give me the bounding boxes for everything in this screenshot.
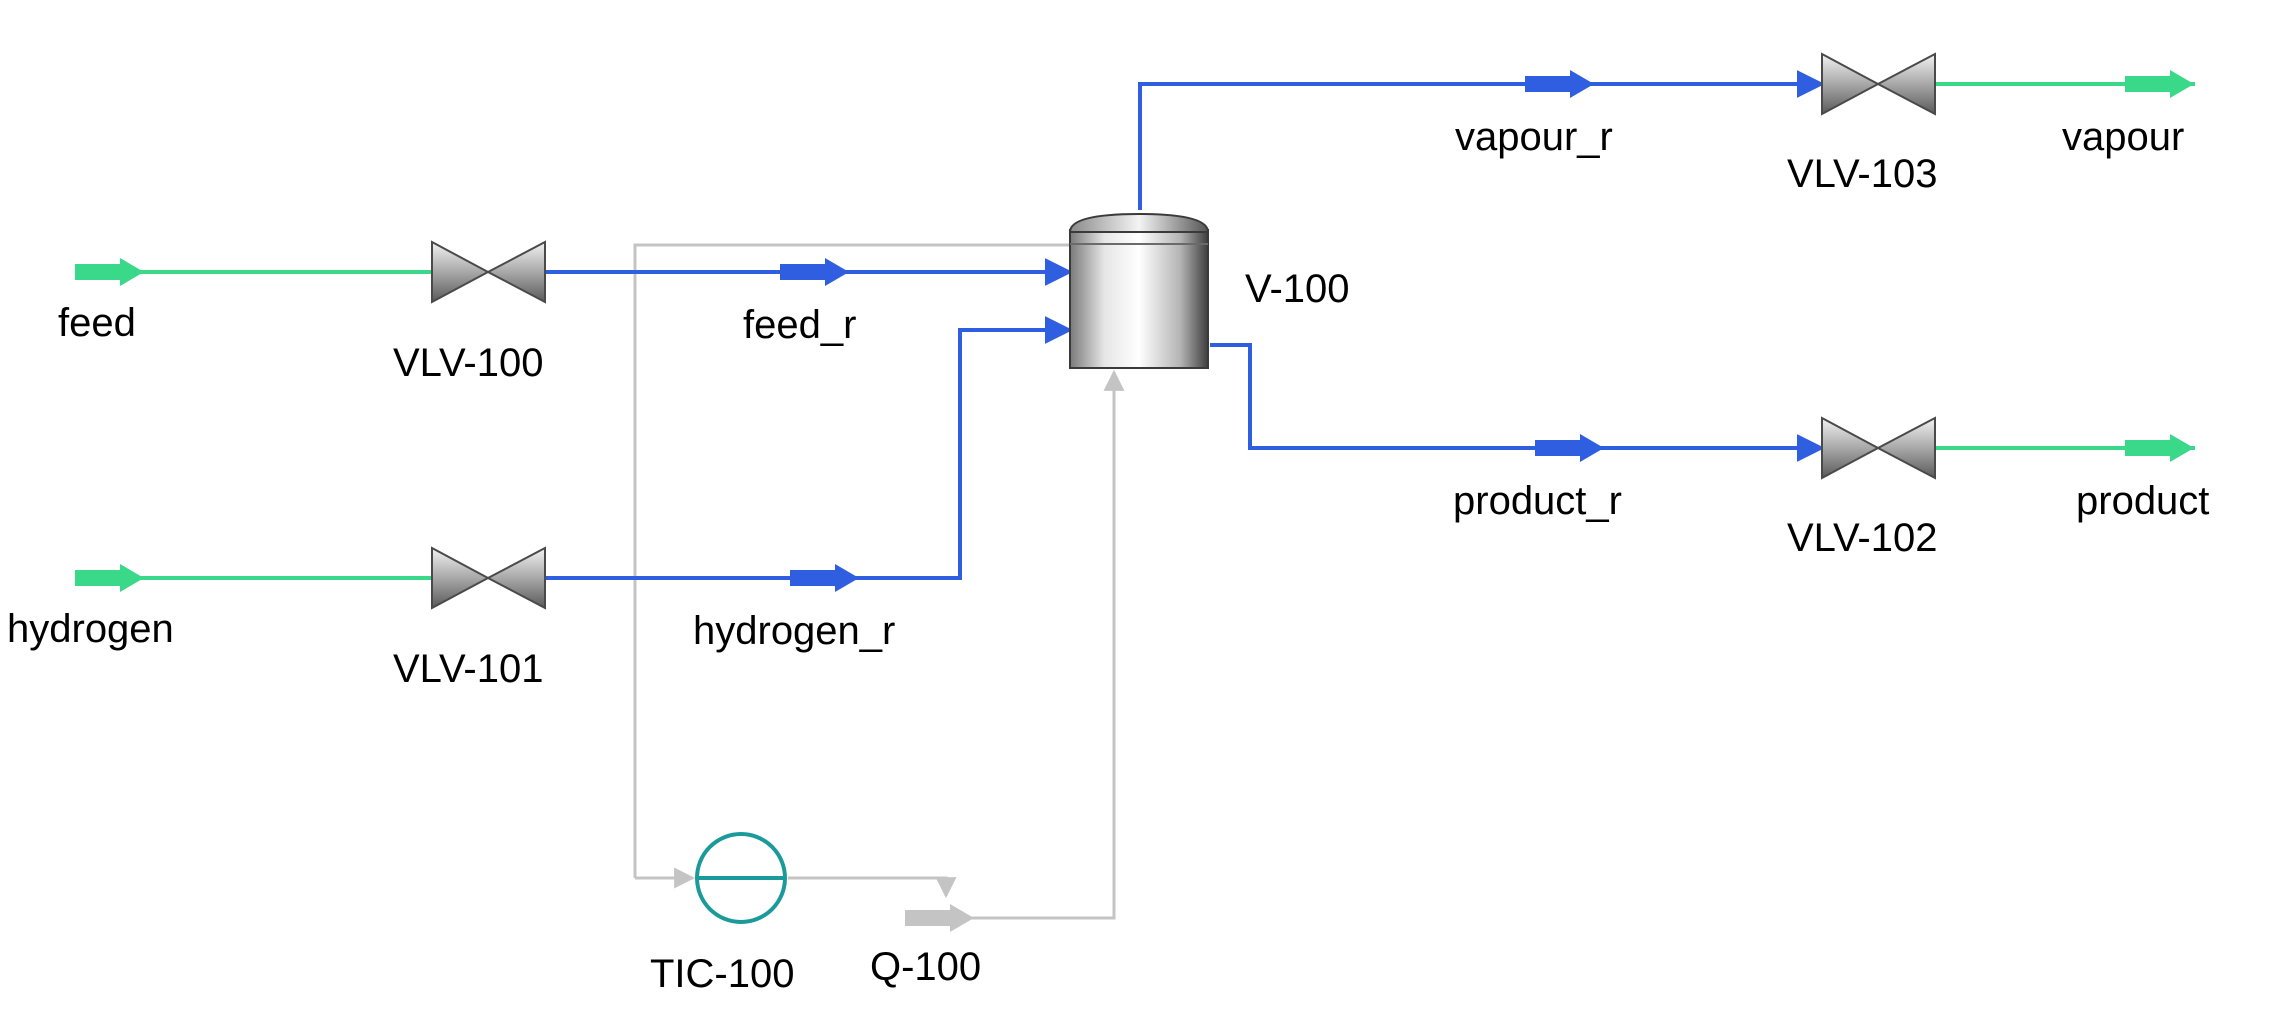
valve-vlv-100[interactable] [431,240,546,304]
product-stream-arrow[interactable] [2125,434,2194,462]
product-r-line[interactable] [1210,343,1825,462]
label-vlv-103: VLV-103 [1787,152,1938,196]
label-vlv-102: VLV-102 [1787,516,1938,560]
label-feed-r: feed_r [743,303,856,347]
vapour-stream-arrow[interactable] [2125,70,2194,98]
feed-r-arrow[interactable] [780,258,849,286]
hydrogen-r-line[interactable] [545,316,1073,580]
vapour-r-line[interactable] [1138,70,1825,210]
label-product-r: product_r [1453,479,1622,523]
feed-stream-arrow[interactable] [75,258,144,286]
vapour-r-arrow[interactable] [1525,70,1594,98]
controller-pv-signal[interactable] [633,243,1072,878]
valve-vlv-102[interactable] [1821,416,1936,480]
labels: feed hydrogen VLV-100 VLV-101 feed_r hyd… [7,115,2209,996]
label-vlv-100: VLV-100 [393,341,544,385]
label-tic-100: TIC-100 [650,952,795,996]
vessel-v-100[interactable] [1068,212,1210,369]
label-vlv-101: VLV-101 [393,647,544,691]
valve-vlv-103[interactable] [1821,52,1936,116]
controller-tic-100[interactable] [695,832,787,924]
product-r-arrow[interactable] [1535,434,1604,462]
label-q-100: Q-100 [870,945,981,989]
hydrogen-r-arrow[interactable] [790,564,859,592]
hydrogen-stream-arrow[interactable] [75,564,144,592]
label-vapour-r: vapour_r [1455,115,1613,159]
energy-stream-arrow[interactable] [905,904,974,932]
label-hydrogen-r: hydrogen_r [693,609,895,653]
energy-stream-line[interactable] [905,369,1125,920]
valve-vlv-101[interactable] [431,546,546,610]
label-v-100: V-100 [1245,267,1350,311]
label-product: product [2076,479,2209,523]
controller-to-energy-signal[interactable] [788,876,957,899]
label-vapour: vapour [2062,115,2184,159]
label-feed: feed [58,301,136,345]
label-hydrogen: hydrogen [7,607,174,651]
signal-lines [633,243,1125,920]
